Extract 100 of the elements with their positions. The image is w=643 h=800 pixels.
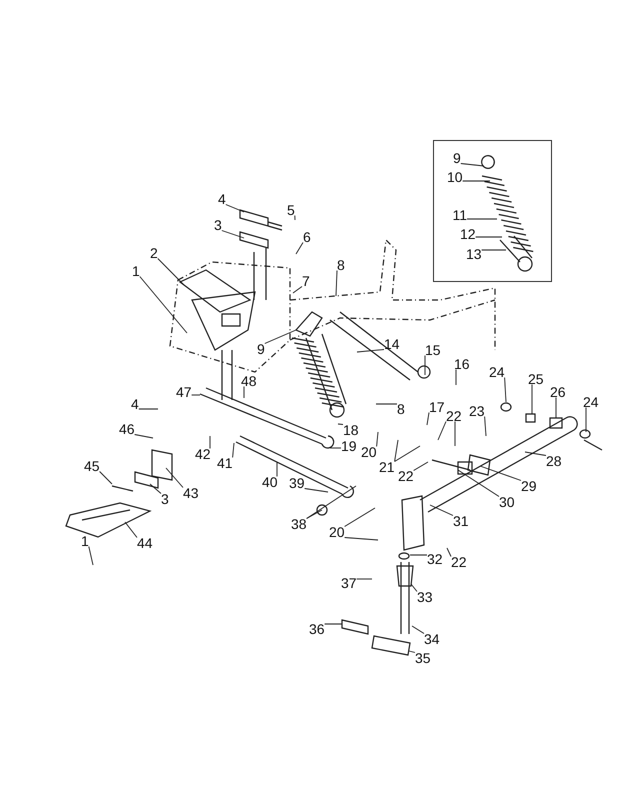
leader-line: [306, 486, 356, 519]
callout-number: 6: [303, 230, 311, 244]
callout-number: 11: [452, 208, 468, 222]
callout-number: 36: [309, 622, 325, 636]
leader-line: [221, 230, 244, 238]
callout-number: 34: [424, 632, 440, 646]
callout-number: 31: [453, 514, 469, 528]
leader-line: [466, 218, 498, 220]
leader-line: [124, 522, 138, 538]
callout-number: 20: [329, 524, 345, 540]
leader-line: [394, 446, 420, 462]
callout-number: 4: [131, 396, 139, 412]
leader-line: [294, 215, 296, 220]
callout-number: 3: [214, 218, 222, 232]
callout-number: 22: [446, 408, 462, 424]
leader-line: [394, 440, 398, 462]
callout-number: 22: [398, 468, 414, 484]
leader-line: [304, 488, 328, 492]
callout-number: 42: [195, 446, 211, 462]
leader-line: [424, 355, 426, 376]
leader-line: [458, 470, 500, 497]
leader-line: [462, 180, 490, 182]
leader-line: [88, 546, 94, 566]
callout-number: 24: [489, 364, 505, 380]
callout-number: 43: [183, 486, 199, 500]
leader-line: [475, 236, 502, 238]
callout-number: 32: [427, 552, 443, 566]
callout-number: 37: [341, 576, 357, 590]
leader-line: [157, 258, 184, 286]
callout-number: 3: [161, 492, 169, 506]
callout-number: 39: [289, 476, 305, 490]
callout-number: 40: [262, 474, 278, 490]
callout-number: 30: [499, 494, 515, 510]
callout-number: 9: [257, 342, 265, 356]
callout-number: 38: [291, 516, 307, 532]
leader-line: [338, 424, 344, 425]
leader-line: [356, 578, 372, 580]
callout-number: 25: [528, 372, 544, 386]
callout-number: 1: [81, 534, 89, 548]
leader-line: [138, 408, 158, 410]
callout-number: 44: [137, 536, 153, 550]
callout-number: 8: [397, 402, 405, 416]
leader-line: [524, 452, 546, 456]
callout-number: 1: [132, 264, 140, 278]
callout-number: 5: [287, 202, 295, 218]
leader-line: [413, 462, 428, 471]
callout-number: 45: [84, 458, 100, 474]
leader-line: [504, 377, 506, 402]
leader-line: [264, 330, 296, 344]
leader-line: [276, 462, 278, 477]
leader-line: [166, 468, 184, 488]
leader-line: [438, 421, 446, 440]
callout-number: 47: [176, 384, 192, 400]
callout-number: 26: [550, 384, 566, 400]
leader-line: [191, 394, 200, 396]
callout-number: 10: [447, 170, 463, 184]
callout-number: 41: [217, 456, 233, 470]
leader-line: [356, 349, 384, 352]
leader-line: [344, 537, 378, 540]
leader-line: [410, 584, 418, 592]
leader-line: [232, 442, 234, 458]
leader-line: [484, 416, 486, 436]
callout-number: 20: [361, 444, 377, 460]
leader-line: [296, 242, 304, 254]
callout-number: 22: [451, 554, 467, 570]
callout-number: 9: [453, 150, 461, 166]
leader-line: [430, 504, 454, 516]
callout-number: 28: [546, 454, 562, 468]
leader-line: [426, 412, 430, 426]
callout-number: 16: [454, 356, 470, 372]
inset-frame: [433, 140, 552, 282]
leader-line: [150, 484, 162, 494]
callout-number: 14: [384, 336, 400, 352]
callout-number: 33: [417, 590, 433, 604]
leader-line: [454, 421, 456, 446]
callout-number: 8: [337, 258, 345, 272]
leader-line: [99, 471, 112, 484]
callout-number: 2: [150, 246, 158, 260]
leader-line: [480, 466, 522, 481]
callout-number: 7: [302, 274, 310, 288]
callout-number: 17: [429, 400, 445, 414]
callout-number: 23: [469, 404, 485, 418]
callout-number: 12: [460, 226, 476, 242]
callout-number: 4: [218, 192, 226, 206]
callout-number: 35: [415, 650, 431, 666]
callout-number: 13: [466, 246, 482, 262]
leader-line: [446, 548, 452, 557]
callout-number: 15: [425, 342, 441, 358]
leader-line: [410, 554, 428, 556]
callout-number: 46: [119, 422, 135, 436]
callout-number: 19: [341, 438, 357, 454]
callout-number: 21: [379, 460, 395, 474]
callout-number: 24: [583, 394, 599, 410]
leader-line: [134, 434, 154, 438]
callout-number: 18: [343, 422, 359, 438]
leader-line: [376, 432, 378, 447]
leader-line: [344, 508, 376, 527]
leader-line: [292, 286, 302, 294]
callout-number: 29: [521, 478, 537, 494]
leader-line: [225, 204, 244, 212]
